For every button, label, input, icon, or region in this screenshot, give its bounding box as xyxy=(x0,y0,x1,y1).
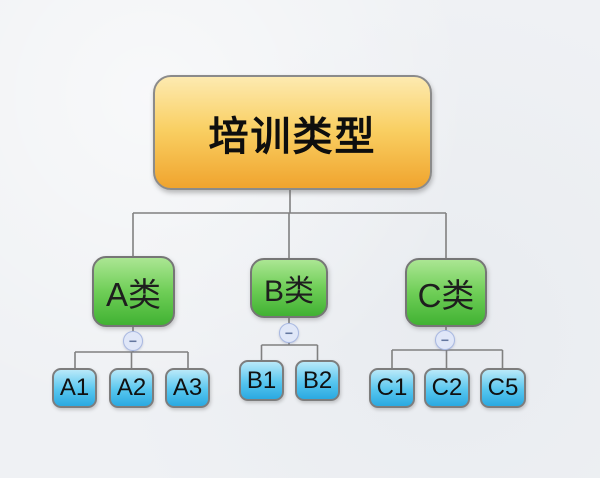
minus-icon: − xyxy=(128,333,138,349)
node-training-type-label: 培训类型 xyxy=(208,114,377,159)
collapse-button-b[interactable]: − xyxy=(279,323,299,343)
node-a1-label: A1 xyxy=(59,374,90,401)
minus-icon: − xyxy=(284,325,294,341)
node-a3[interactable]: A3 xyxy=(165,368,210,408)
node-training-type[interactable]: 培训类型 xyxy=(153,75,432,190)
node-category-c[interactable]: C类 xyxy=(405,258,487,327)
node-category-a-label: A类 xyxy=(105,275,161,313)
node-b2-label: B2 xyxy=(302,366,333,394)
node-category-b[interactable]: B类 xyxy=(250,258,328,318)
node-a1[interactable]: A1 xyxy=(52,368,97,408)
minus-icon: − xyxy=(440,332,450,348)
node-c1-label: C1 xyxy=(376,374,408,401)
node-b1[interactable]: B1 xyxy=(239,360,284,401)
node-category-b-label: B类 xyxy=(263,275,314,308)
collapse-button-a[interactable]: − xyxy=(123,331,143,351)
node-b1-label: B1 xyxy=(246,366,277,394)
node-a2-label: A2 xyxy=(116,374,147,401)
node-c2[interactable]: C2 xyxy=(424,368,470,408)
node-c5[interactable]: C5 xyxy=(480,368,526,408)
node-category-c-label: C类 xyxy=(417,276,475,314)
node-c1[interactable]: C1 xyxy=(369,368,415,408)
node-category-a[interactable]: A类 xyxy=(92,256,175,327)
node-b2[interactable]: B2 xyxy=(295,360,340,401)
collapse-button-c[interactable]: − xyxy=(435,330,455,350)
node-a3-label: A3 xyxy=(172,374,203,401)
node-c5-label: C5 xyxy=(487,374,519,401)
node-c2-label: C2 xyxy=(431,374,463,401)
node-a2[interactable]: A2 xyxy=(109,368,154,408)
